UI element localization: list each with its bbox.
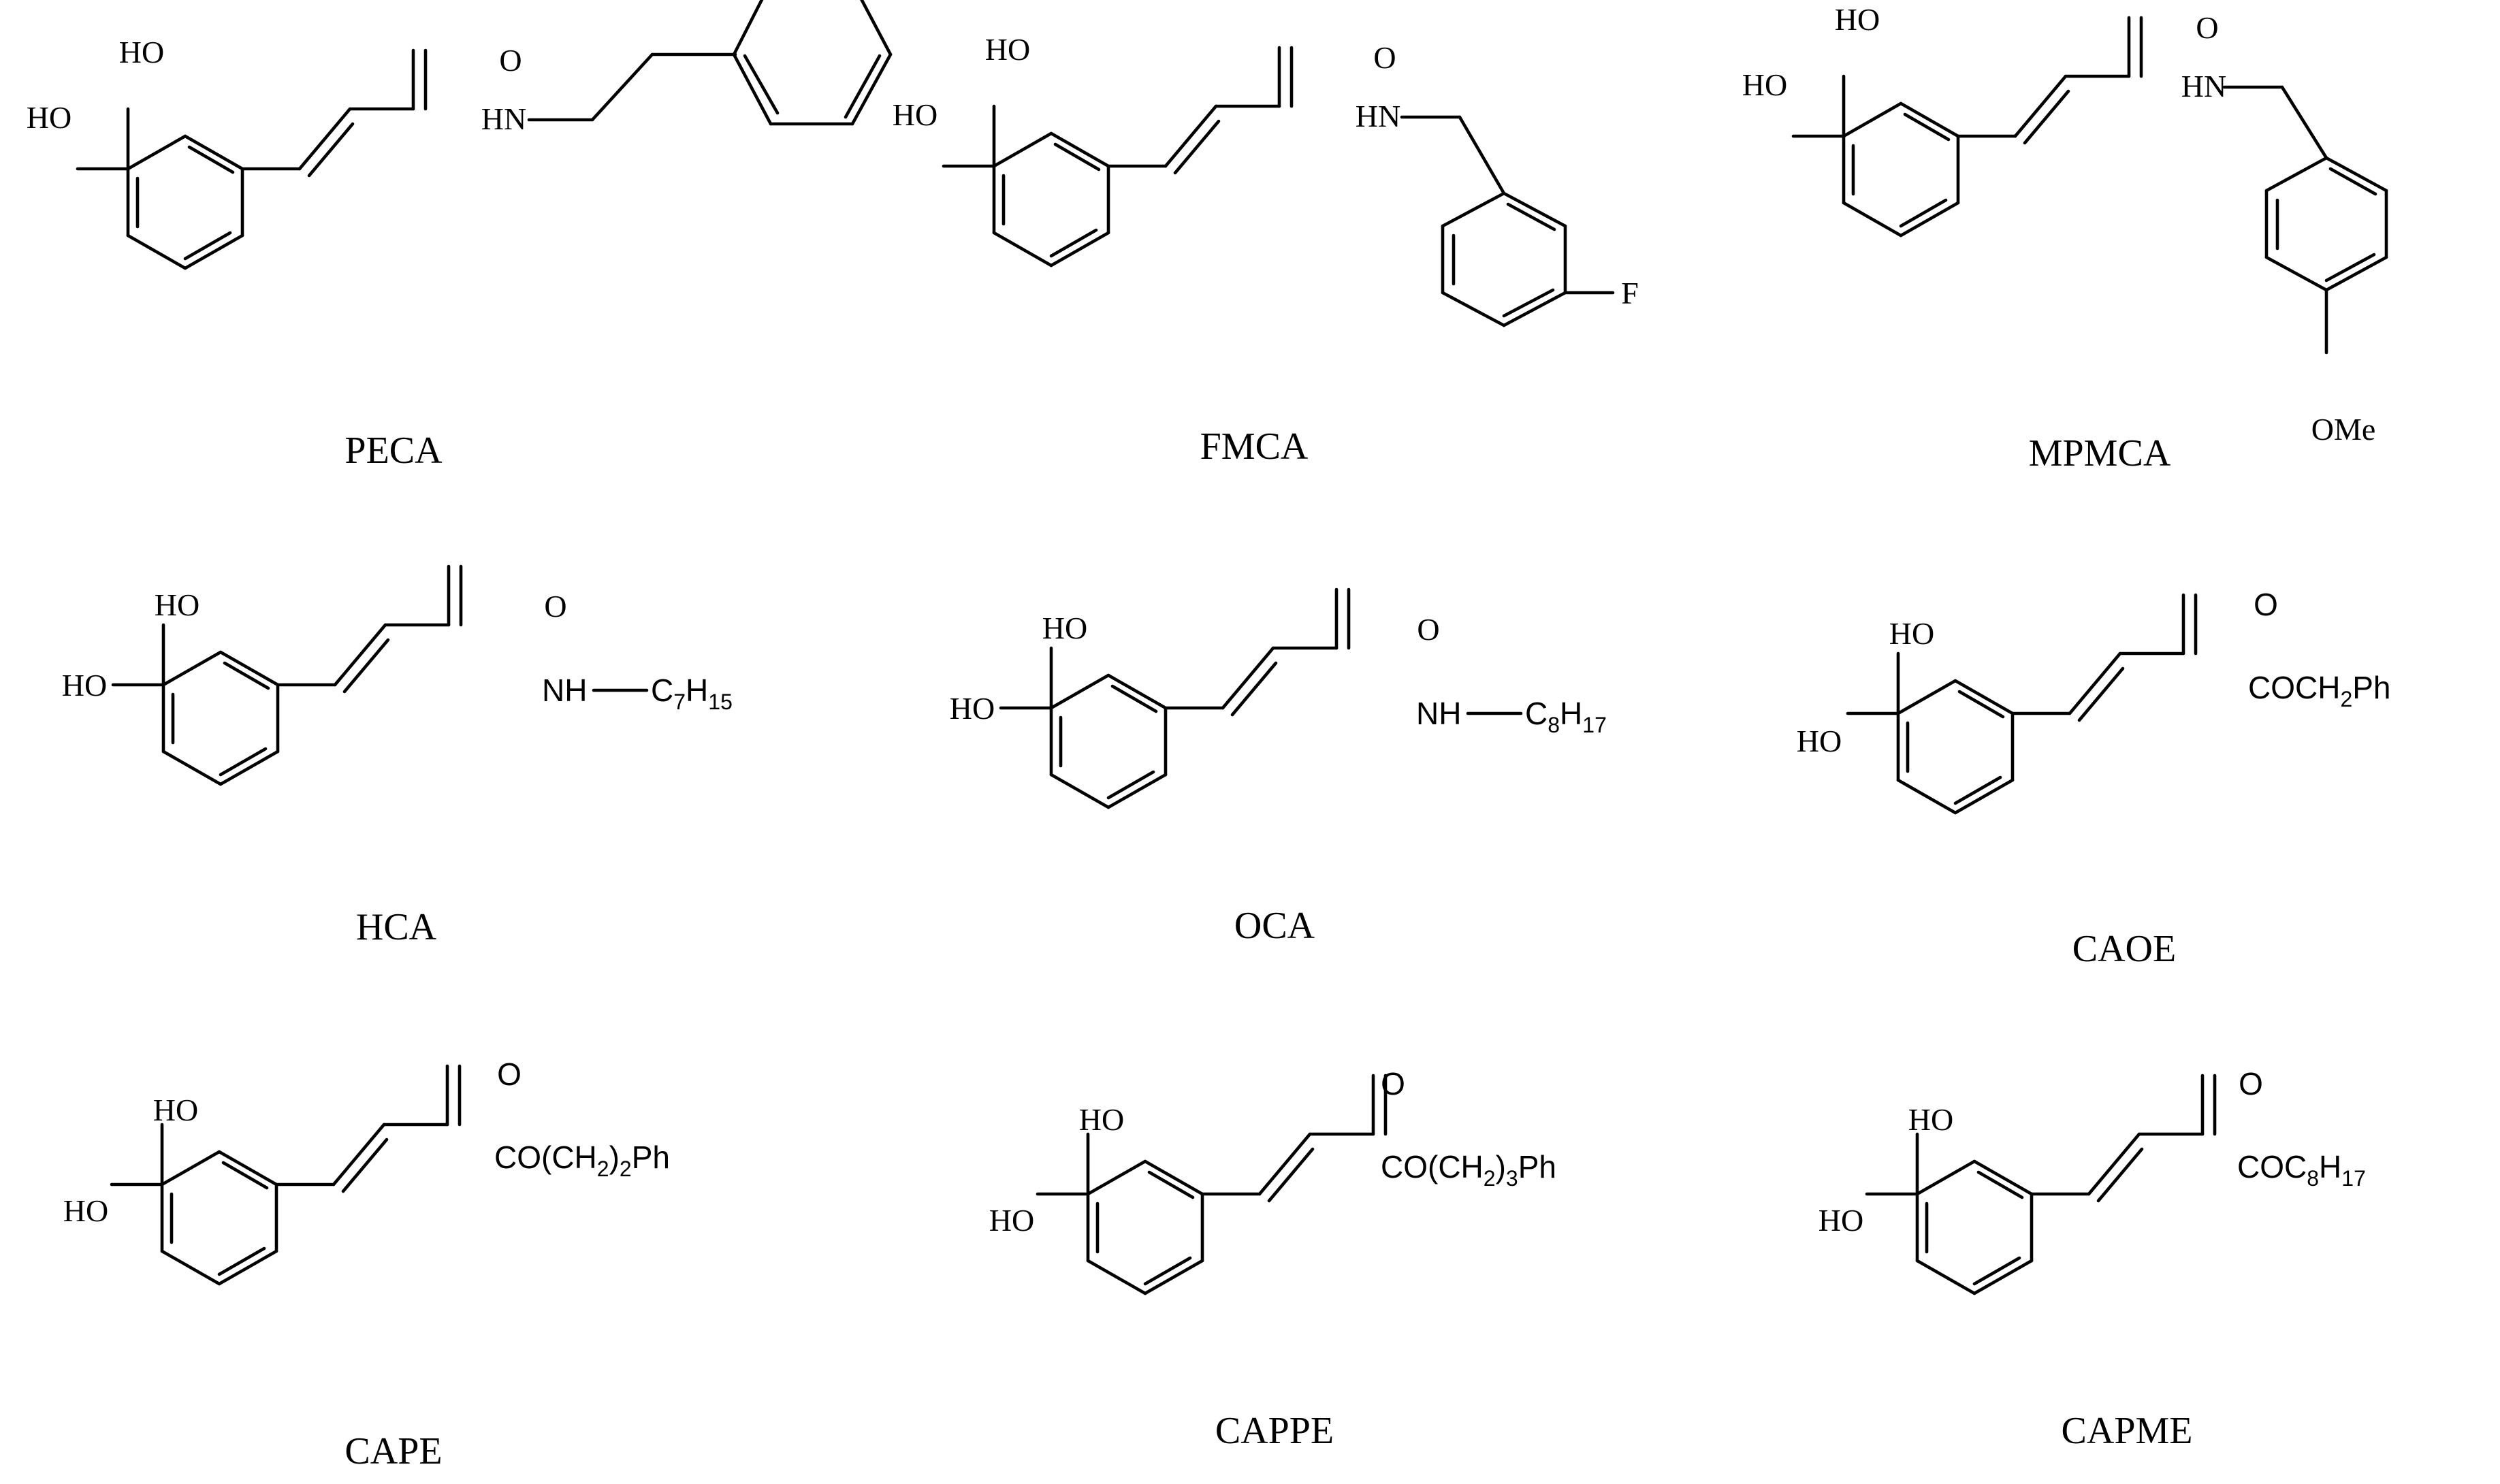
compound-cape: HO HO O CO(CH2)2Ph [63, 1056, 670, 1284]
hydroxyl-label: HO [1079, 1102, 1124, 1137]
carbonyl-oxygen-label: O [2239, 1066, 2263, 1101]
amide-nitrogen-label: HN [1356, 99, 1400, 133]
hydroxyl-label: HO [119, 35, 164, 69]
carbonyl-oxygen-label: O [2196, 10, 2218, 45]
compound-mpmca: HO HO O HN OMe [1742, 2, 2388, 447]
octyl-label: C8H17 [1525, 696, 1607, 737]
hydroxyl-label: HO [985, 32, 1030, 67]
compound-caption: FMCA [1200, 425, 1309, 468]
benzyl-ester-label: COCH2Ph [2248, 670, 2391, 711]
hydroxyl-label: HO [989, 1203, 1034, 1238]
hydroxyl-label: HO [1835, 2, 1880, 37]
hydroxyl-label: HO [1042, 611, 1087, 645]
hydroxyl-label: HO [1908, 1102, 1953, 1137]
carbonyl-oxygen-label: O [499, 43, 522, 78]
hydroxyl-label: HO [1742, 67, 1787, 102]
compound-cappe: HO HO O CO(CH2)3Ph [989, 1066, 1556, 1293]
amine-nh-label: NH [542, 673, 587, 708]
phenylpropyl-ester-label: CO(CH2)3Ph [1381, 1149, 1556, 1191]
carbonyl-oxygen-label: O [1381, 1066, 1405, 1101]
compound-caption: CAPPE [1215, 1410, 1334, 1452]
hydroxyl-label: HO [1797, 724, 1842, 758]
carbonyl-oxygen-label: O [1373, 40, 1396, 75]
hydroxyl-label: HO [1818, 1203, 1863, 1238]
compound-hca: HO HO O NH C7H15 [62, 566, 733, 784]
hydroxyl-label: HO [893, 97, 938, 132]
fluorine-label: F [1621, 276, 1639, 310]
compound-caption: MPMCA [2029, 432, 2171, 474]
amine-nh-label: NH [1416, 696, 1461, 731]
compound-caption: HCA [356, 906, 437, 948]
carbonyl-oxygen-label: O [544, 589, 566, 624]
hydroxyl-label: HO [155, 587, 199, 622]
compound-caption: PECA [344, 430, 443, 472]
phenethyl-ester-label: CO(CH2)2Ph [494, 1140, 670, 1181]
carbonyl-oxygen-label: O [2254, 587, 2278, 622]
compound-peca: HO HO O HN [27, 0, 893, 268]
hydroxyl-label: HO [27, 100, 71, 135]
amide-nitrogen-label: HN [481, 101, 526, 136]
heptyl-label: C7H15 [651, 673, 733, 714]
compound-oca: HO HO O NH C8H17 [950, 590, 1607, 807]
compound-caption: OCA [1234, 905, 1315, 947]
compound-caption: CAPME [2062, 1410, 2193, 1452]
compound-caption: CAOE [2072, 928, 2176, 970]
hydroxyl-label: HO [1889, 616, 1934, 651]
hydroxyl-label: HO [63, 1193, 108, 1228]
compound-fmca: HO HO O HN F [893, 32, 1639, 327]
octyl-ester-label: COC8H17 [2237, 1149, 2366, 1191]
hydroxyl-label: HO [153, 1093, 198, 1127]
carbonyl-oxygen-label: O [1417, 612, 1439, 647]
compound-caoe: HO HO O COCH2Ph [1797, 587, 2391, 813]
hydroxyl-label: HO [62, 668, 107, 703]
methoxy-label: OMe [2311, 412, 2376, 447]
hydroxyl-label: HO [950, 691, 995, 726]
amide-nitrogen-label: HN [2181, 69, 2226, 103]
compound-capme: HO HO O COC8H17 [1818, 1066, 2366, 1293]
carbonyl-oxygen-label: O [497, 1056, 522, 1092]
compound-caption: CAPE [344, 1430, 442, 1472]
